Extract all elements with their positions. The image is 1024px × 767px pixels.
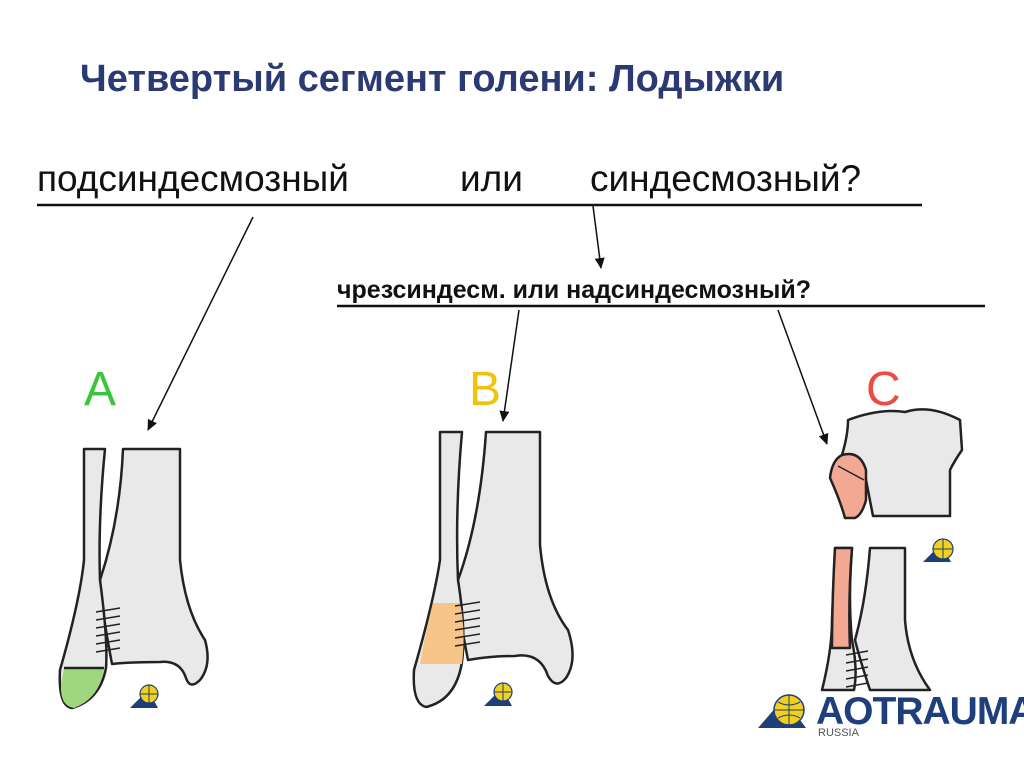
arrow-to-b <box>503 310 519 421</box>
bone-type-a <box>60 449 208 708</box>
ao-small-logo-a <box>130 685 158 708</box>
ao-small-logo-b <box>484 683 512 706</box>
arrow-to-a <box>148 217 253 430</box>
arrow-to-c <box>778 310 827 444</box>
bone-type-c-distal <box>822 548 930 690</box>
aotrauma-globe-icon <box>758 695 806 728</box>
bone-type-c-proximal <box>830 409 962 518</box>
ao-small-logo-c <box>923 539 953 562</box>
bone-type-b <box>414 432 573 707</box>
arrow-to-question2 <box>593 206 601 268</box>
brand-subtitle: RUSSIA <box>818 727 859 739</box>
